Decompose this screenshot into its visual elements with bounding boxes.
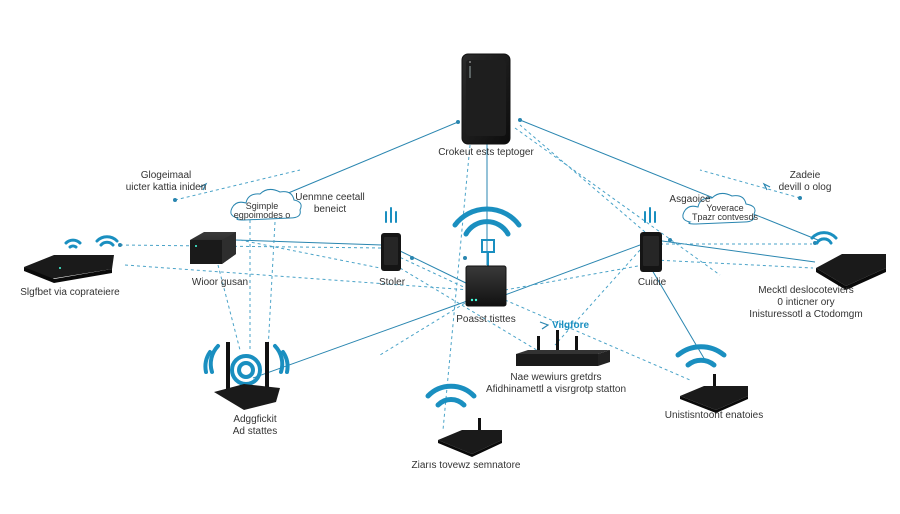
endpoint-dot (518, 118, 522, 122)
link-phone-cloud-left (261, 121, 459, 205)
router-left-icon[interactable] (24, 255, 114, 283)
wifi-icon (810, 231, 838, 245)
small-phone-left-icon[interactable] (381, 233, 401, 271)
router-right-label: Mecktl deslocoteviers 0 inticner ory Ini… (749, 285, 862, 321)
router-bottom-right-label: Unistisntoont enatoies (664, 410, 764, 421)
wifi-icon (203, 344, 290, 386)
link-hub-bottom-right (504, 299, 691, 381)
switch-center-line1: Nae wewiurs gretdrs (510, 372, 602, 383)
endpoint-dot (456, 120, 460, 124)
link-right-small-phone-router (654, 239, 816, 263)
link-hub-antenna-left (252, 299, 471, 379)
switch-center-line2: Afidhinamettl a visrgrotp statton (485, 384, 627, 395)
endpoint-dot (410, 256, 414, 260)
cloud-left-side-line2: beneict (313, 204, 347, 215)
switch-icon[interactable] (516, 330, 610, 366)
annotation-top-right-line2: devill o olog (778, 182, 832, 193)
endpoint-dot (668, 238, 672, 242)
cloud-right-icon (682, 192, 756, 225)
signal-bars-icon (385, 207, 397, 223)
network-box-icon[interactable] (190, 232, 236, 264)
link-phone-small-right-router-right (654, 259, 814, 269)
annotation-top-left-line2: uicter kattia iniden (125, 182, 207, 193)
router-right-line1: Mecktl deslocoteviers (758, 285, 854, 296)
phone-center-label: Crokeut ests teptoger (438, 147, 534, 158)
cloud-left-text: Sgimple egpoimodes o (233, 201, 291, 220)
router-right-icon[interactable] (816, 254, 886, 290)
box-left-label: Wioor gusan (191, 277, 249, 288)
endpoint-dot (173, 198, 177, 202)
router-right-line3: Inisturessotl a Ctodomgm (749, 309, 863, 320)
hub-icon[interactable] (465, 239, 507, 307)
switch-center-label: Nae wewiurs gretdrs Afidhinamettl a visr… (486, 372, 626, 396)
router-bottom-label: Ziarıs tovewz semnatore (411, 460, 521, 471)
antenna-router-icon[interactable] (214, 342, 280, 410)
arrow-head-icon (199, 182, 208, 191)
link-top-right-cloud (699, 169, 801, 199)
wifi-icon (425, 383, 477, 408)
cloud-right-text: Yoverace Tpazr contvesds (691, 203, 759, 222)
link-phone-right (519, 119, 819, 241)
annotation-top-right: Zadeie devill o olog (779, 170, 832, 194)
wifi-icon (64, 235, 119, 249)
router-left-label: Slgfbet via coprateiere (20, 287, 120, 298)
antenna-router-left-line2: Ad stattes (232, 426, 278, 437)
connection-lines (118, 118, 819, 431)
antenna-router-left-line1: Adggfickit (233, 414, 277, 425)
link-box-phone-small (239, 239, 391, 271)
phone-small-left-label: Stoler (378, 277, 406, 288)
wifi-tag-label: Vilgfore (552, 320, 590, 331)
link-router-left-phone-small (119, 244, 384, 249)
arrow-head-icon (762, 182, 771, 191)
main-smartphone-icon[interactable] (461, 53, 511, 145)
wifi-icon (675, 344, 727, 368)
cloud-left-icon (230, 188, 302, 221)
endpoint-dot (463, 256, 467, 260)
link-hub-right (504, 261, 661, 291)
link-phone-small-left-switch (394, 264, 546, 356)
endpoint-dot (118, 243, 122, 247)
cloud-left-side: Uenmne ceetall beneict (295, 192, 364, 216)
router-bottom-icon[interactable] (438, 418, 502, 457)
link-hub-phone-small-left (397, 249, 471, 286)
annotation-top-right-line1: Zadeie (789, 170, 821, 181)
antenna-router-left-label: Adggfickit Ad stattes (233, 414, 277, 438)
link-phone-small-right-top (519, 124, 646, 233)
annotation-top-left: Glogeimaal uicter kattia iniden (126, 170, 207, 194)
router-right-line2: 0 inticner ory (777, 297, 835, 308)
link-router-left-hub (124, 264, 471, 291)
signal-bars-icon (644, 207, 656, 223)
link-phone-small-left-hub (394, 254, 471, 291)
hub-center-label: Poasst tisttes (456, 314, 516, 325)
link-phone-small-left-box (234, 239, 384, 246)
cloud-right-side: Asgaoice (669, 194, 711, 205)
router-bottom-right-icon[interactable] (680, 374, 748, 413)
phone-small-right-label: Cuidie (637, 277, 667, 288)
endpoint-dot (798, 196, 802, 200)
annotation-top-left-line1: Glogeimaal (140, 170, 192, 181)
small-phone-right-icon[interactable] (640, 232, 662, 272)
cloud-left-side-line1: Uenmne ceetall (295, 192, 365, 203)
wifi-icon (452, 206, 522, 237)
link-hub-phone-small-right (504, 244, 641, 296)
link-phone-right-lower (514, 127, 721, 276)
arrow-head-icon (539, 321, 550, 330)
link-box-antenna (217, 264, 241, 351)
